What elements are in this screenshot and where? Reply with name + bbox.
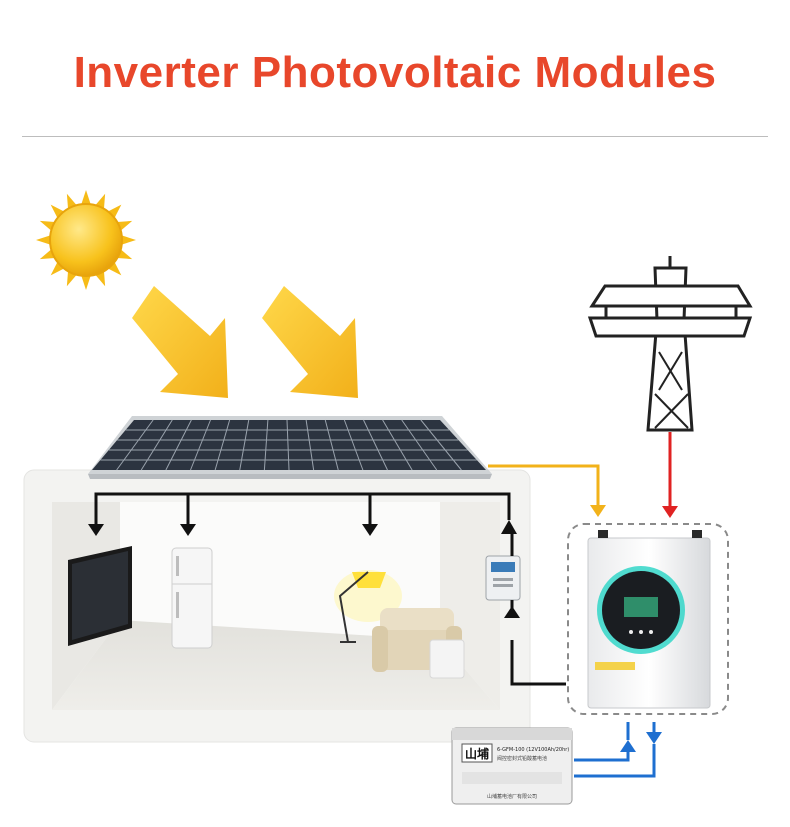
panel-cell-line	[324, 419, 339, 471]
panel-cell-line	[116, 419, 154, 471]
sun-ray	[36, 235, 51, 245]
house	[23, 469, 531, 743]
panel-cell-line	[401, 419, 438, 471]
sun-ray	[121, 235, 136, 245]
battery-brand: 山埔	[465, 746, 489, 761]
panel-cell-line	[190, 419, 211, 471]
power-tower-icon	[587, 256, 753, 432]
divider	[22, 136, 768, 137]
sun-ray-arrow-icon	[132, 286, 228, 398]
house-wiring	[94, 492, 566, 686]
meter-icon	[485, 555, 521, 601]
fridge-icon	[171, 547, 213, 649]
panel-cell-line	[363, 419, 388, 471]
panel-cell-line	[382, 419, 413, 471]
side-table	[429, 639, 465, 679]
battery-model: 6-GFM-100 (12V100Ah/20hr)	[497, 747, 569, 753]
panel-cell-line	[165, 419, 192, 471]
solar-panel-icon	[88, 416, 492, 479]
battery-line	[574, 722, 656, 778]
panel-cell-line	[420, 419, 462, 471]
panel-cell-line	[305, 419, 315, 471]
panel-cell-line	[239, 419, 250, 471]
panel-cell-line	[140, 419, 173, 471]
battery-icon: 山埔 6-GFM-100 (12V100Ah/20hr) 阀控密封式铅酸蓄电池 …	[451, 727, 573, 805]
sun-ray-arrow-icon	[262, 286, 358, 398]
solar-line	[488, 464, 606, 517]
panel-cell-line	[214, 419, 231, 471]
sun-icon	[36, 190, 136, 290]
page-title: Inverter Photovoltaic Modules	[73, 48, 717, 97]
tv-icon	[68, 546, 132, 646]
battery-footer: 山埔蓄电池厂有限公司	[487, 793, 537, 800]
inverter-icon	[567, 523, 729, 715]
panel-cell-line	[263, 419, 269, 471]
panel-cell-line	[343, 419, 364, 471]
battery-subtitle: 阀控密封式铅酸蓄电池	[497, 755, 547, 762]
grid-line	[662, 432, 678, 518]
battery-line-arrows	[620, 732, 662, 752]
house-wiring-arrows	[88, 520, 520, 618]
panel-cell-line	[286, 419, 290, 471]
sun-ray	[81, 190, 91, 205]
sun-ray	[81, 275, 91, 290]
